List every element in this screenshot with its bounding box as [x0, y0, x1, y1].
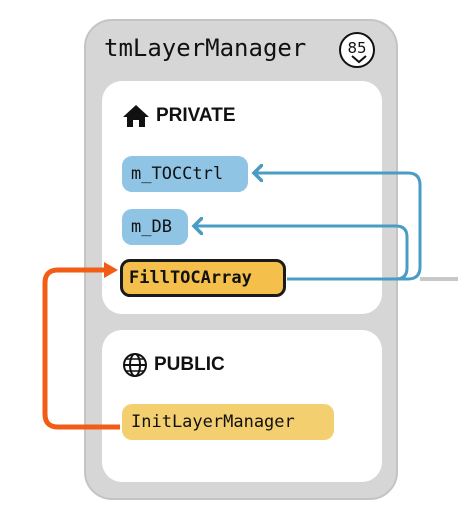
chevron-down-icon [351, 55, 367, 64]
globe-icon [123, 353, 147, 377]
member-initlayermanager[interactable]: InitLayerManager [122, 404, 334, 440]
member-m-db[interactable]: m_DB [122, 209, 188, 245]
class-title: tmLayerManager [104, 34, 307, 62]
member-m-tocctrl[interactable]: m_TOCCtrl [122, 156, 248, 192]
member-count-badge[interactable]: 85 [339, 32, 375, 68]
member-count: 85 [347, 39, 367, 57]
public-section-header: PUBLIC [122, 352, 225, 378]
private-section-label: PRIVATE [156, 105, 236, 126]
member-filltocarray[interactable]: FillTOCArray [120, 259, 286, 297]
public-section-label: PUBLIC [154, 354, 225, 375]
private-section-header: PRIVATE [122, 104, 236, 128]
house-icon [123, 105, 149, 127]
